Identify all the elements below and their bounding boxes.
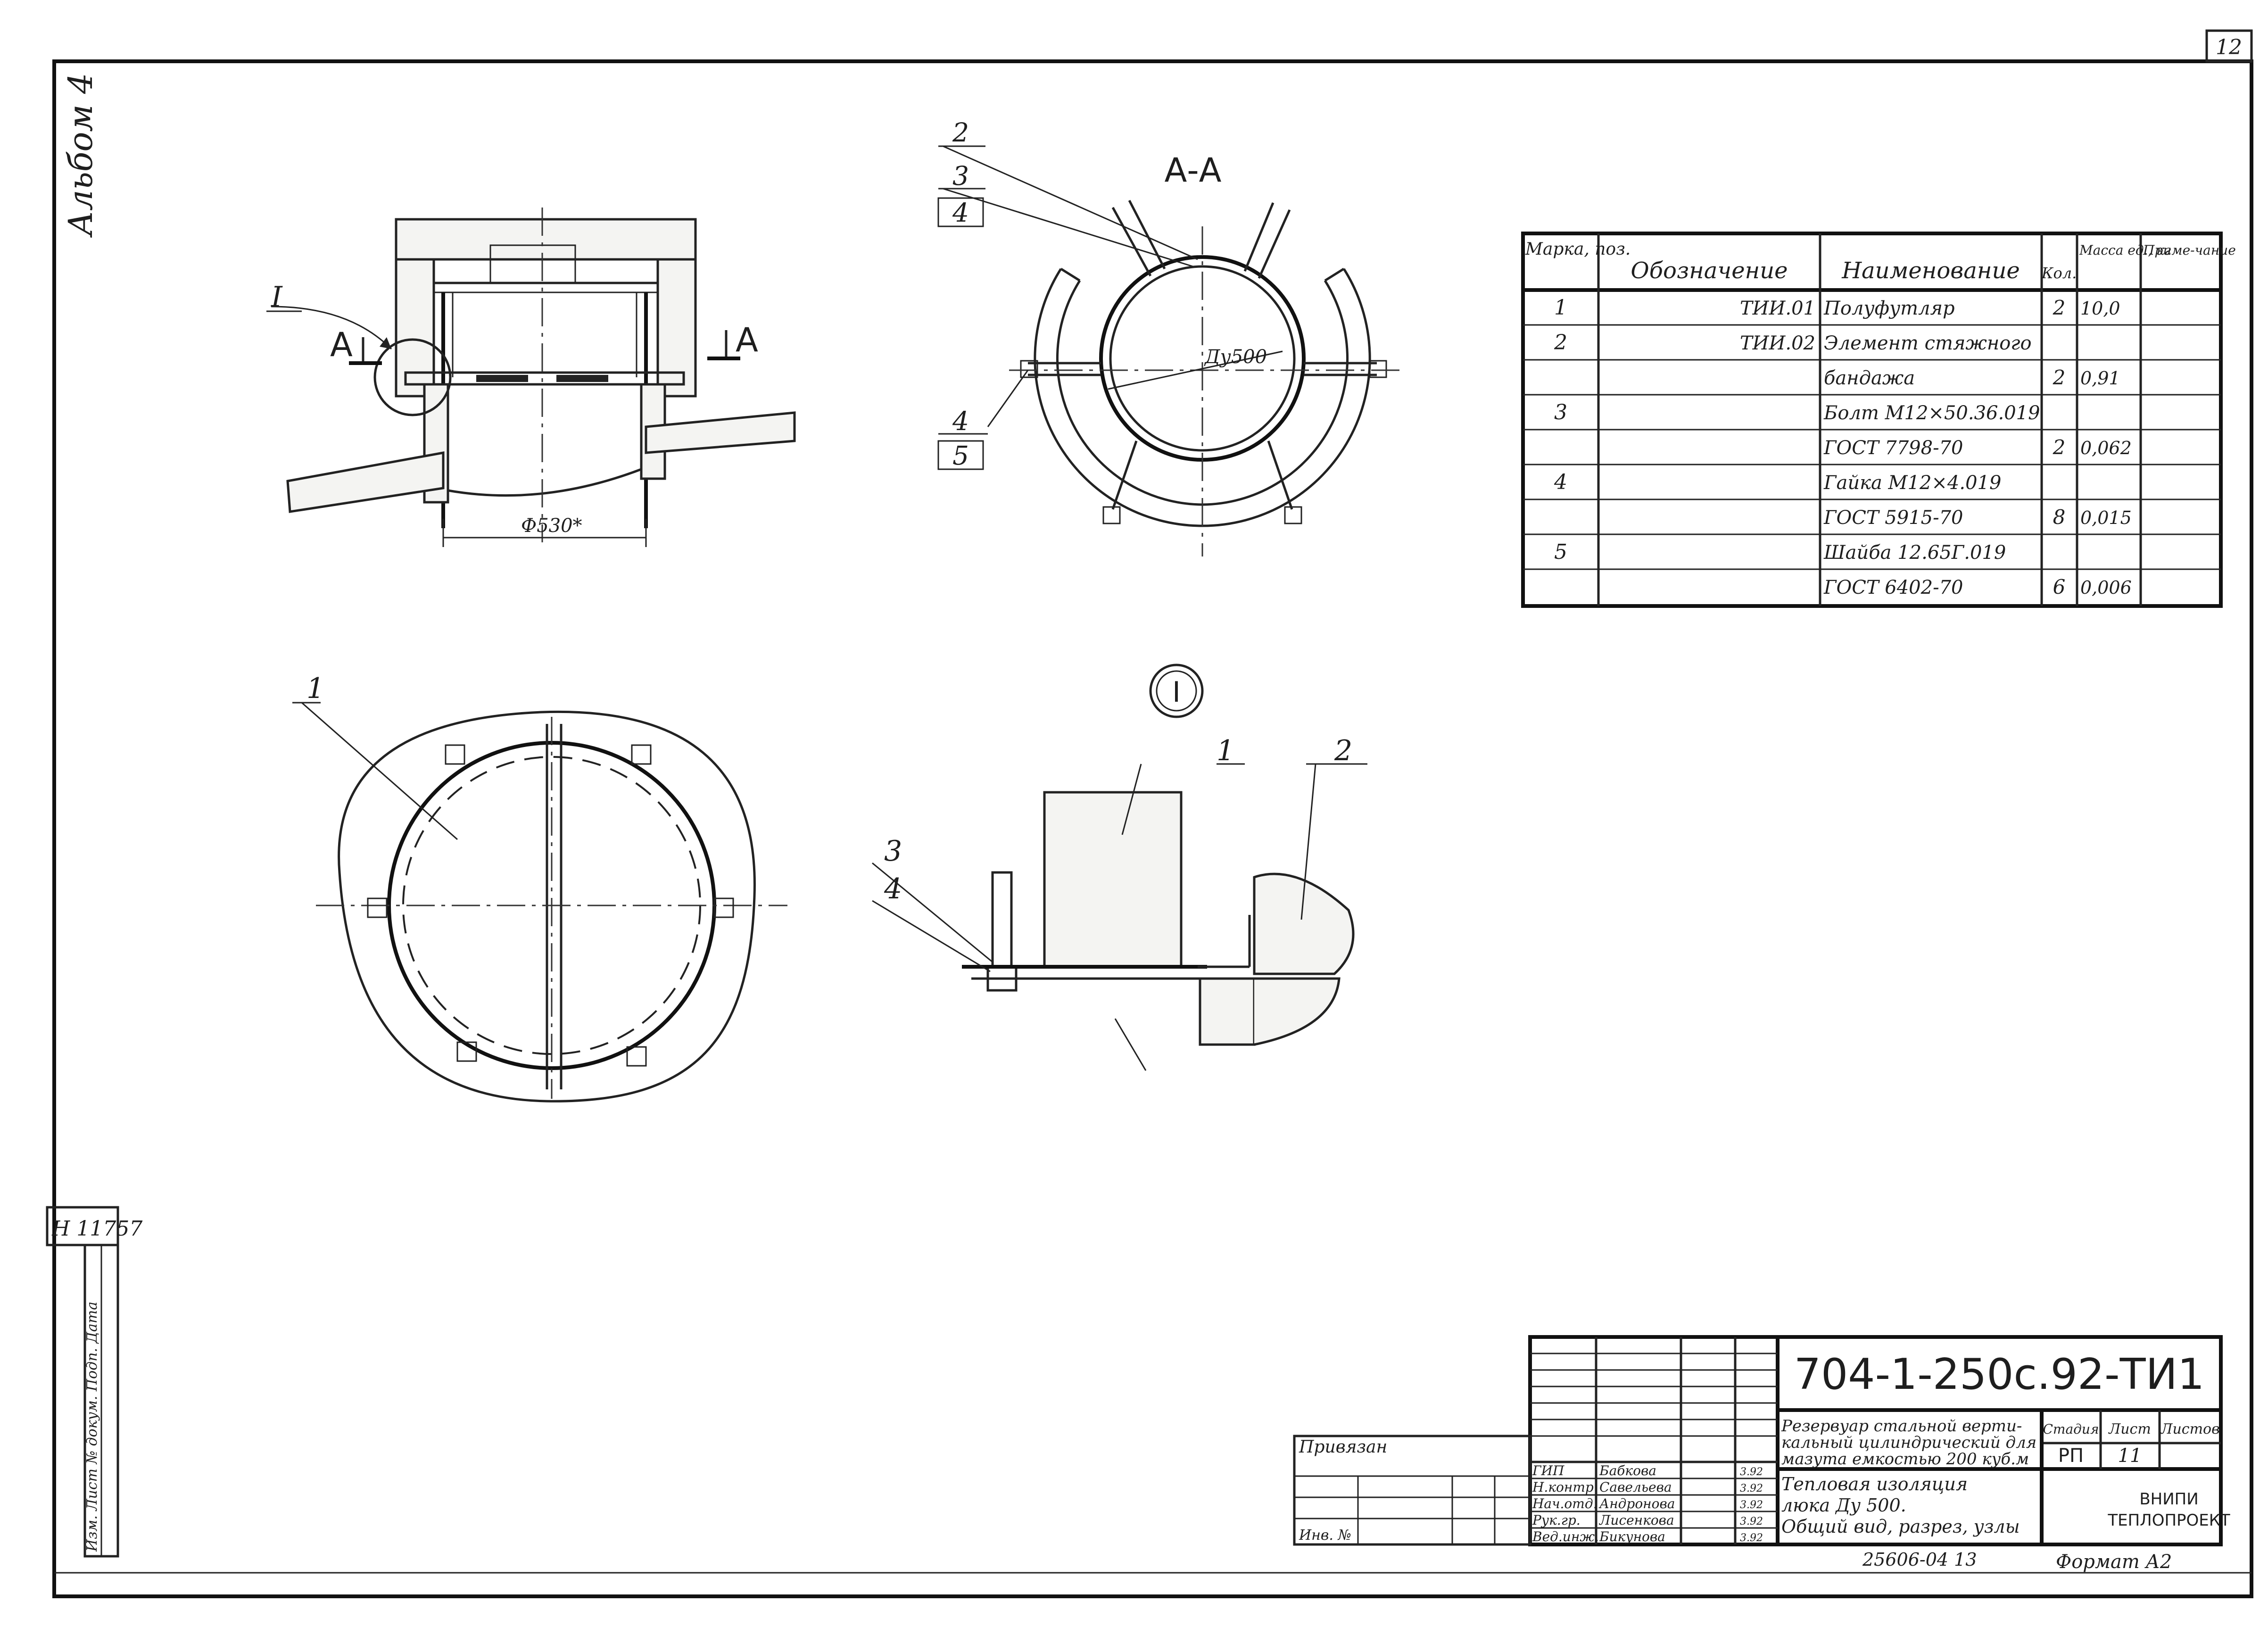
document-code: 704-1-250с.92-ТИ1 <box>1794 1350 2204 1399</box>
callout-1-detail: 1 <box>1217 734 1234 767</box>
title-block-role-cell: Бабкова <box>1599 1463 1656 1478</box>
sheet-value: 11 <box>2118 1445 2142 1467</box>
spec-cell: 2 <box>2053 296 2066 319</box>
title-block-role-cell: Вед.инж. <box>1532 1529 1599 1544</box>
spec-cell: ТИИ.02 <box>1740 332 1815 354</box>
inventory-stamp: Н 11757 <box>51 1217 142 1241</box>
spec-header-note: Приме-чание <box>2143 242 2236 258</box>
spec-cell: 2 <box>2053 436 2066 459</box>
stage-header-sheet: Лист <box>2108 1421 2151 1437</box>
spec-cell: 2 <box>1554 331 1567 355</box>
spec-cell: 6 <box>2053 575 2066 598</box>
spec-cell: 1 <box>1554 296 1567 320</box>
spec-cell: Гайка М12×4.019 <box>1823 472 2001 494</box>
spec-cell: 8 <box>2053 506 2066 529</box>
callout-3-aa: 3 <box>952 161 969 191</box>
title-block-role-cell: Бикунова <box>1599 1529 1665 1544</box>
spec-header-qty: Кол. <box>2041 264 2077 282</box>
stage-header-sheets: Листов <box>2160 1421 2219 1437</box>
stage-value: РП <box>2058 1445 2084 1467</box>
hatch-section-view <box>266 208 796 547</box>
spec-cell: Шайба 12.65Г.019 <box>1823 542 2006 564</box>
project-title-line-2: кальный цилиндрический для <box>1781 1433 2036 1452</box>
dim-nominal: Ду500 <box>1204 346 1267 368</box>
spec-cell: 3 <box>1554 400 1567 424</box>
detail-ref-label: I <box>271 281 283 314</box>
callout-4-aa: 4 <box>952 198 969 228</box>
spec-cell: ТИИ.01 <box>1740 298 1815 319</box>
title-block-role-cell: Савельева <box>1599 1479 1672 1495</box>
spec-cell: 0,015 <box>2080 507 2132 528</box>
project-title-line-3: мазута емкостью 200 куб.м <box>1781 1450 2029 1469</box>
title-block-role-cell: Андронова <box>1598 1496 1675 1511</box>
title-block-role-cell: Рук.гр. <box>1532 1512 1581 1528</box>
callout-4b-aa: 4 <box>952 406 969 436</box>
callout-2-aa: 2 <box>952 117 969 148</box>
spec-cell: ГОСТ 5915-70 <box>1823 507 1963 529</box>
album-label: Альбом 4 <box>61 73 100 238</box>
detail-i-view <box>872 763 1367 1071</box>
spec-cell: ГОСТ 6402-70 <box>1823 577 1963 598</box>
callout-5-aa: 5 <box>952 440 969 471</box>
spec-header-mass: Масса ед., кг <box>2079 242 2171 258</box>
title-block-role-cell: 3.92 <box>1740 1516 1763 1527</box>
inv-label: Инв. № <box>1299 1527 1351 1544</box>
callout-4-detail: 4 <box>884 872 902 905</box>
format-label: Формат А2 <box>2056 1551 2172 1573</box>
bound-label: Привязан <box>1299 1437 1387 1457</box>
title-block-role-cell: Нач.отд. <box>1532 1496 1597 1511</box>
section-aa-view <box>937 145 1405 556</box>
spec-cell: ГОСТ 7798-70 <box>1823 437 1963 459</box>
sheet-title-line-3: Общий вид, разрез, узлы <box>1781 1516 2020 1537</box>
project-title-line-1: Резервуар стальной верти- <box>1781 1417 2022 1436</box>
spec-cell: 10,0 <box>2080 298 2120 319</box>
spec-table <box>1521 232 2223 608</box>
title-block-role-cell: 3.92 <box>1740 1532 1763 1544</box>
callout-3-detail: 3 <box>884 835 902 868</box>
detail-marker-circle <box>1149 664 1204 718</box>
spec-cell: Полуфутляр <box>1823 298 1955 319</box>
sheet-title-line-2: люка Ду 500. <box>1781 1495 1906 1516</box>
title-block-role-cell: 3.92 <box>1740 1483 1763 1494</box>
title-block-role-cell: Н.контр. <box>1532 1479 1598 1495</box>
inventory-stamp-box <box>46 1206 119 1246</box>
dim-outer-diameter: Ф530* <box>521 515 582 537</box>
title-block-role-cell: 3.92 <box>1740 1466 1763 1478</box>
detail-marker: I <box>1172 676 1181 709</box>
spec-cell: 0,006 <box>2080 577 2132 598</box>
section-mark-left: А <box>330 325 353 364</box>
spec-cell: Элемент стяжного <box>1824 332 2032 354</box>
sheet-number-box <box>2205 29 2253 63</box>
title-block-role-cell: Лисенкова <box>1598 1512 1674 1528</box>
spec-cell: 5 <box>1554 540 1567 564</box>
spec-header-designation: Обозначение <box>1631 257 1788 284</box>
section-title: А-А <box>1164 151 1221 190</box>
spec-header-mark: Марка, поз. <box>1525 240 1631 259</box>
section-mark-right: А <box>736 321 758 359</box>
spec-cell: Болт М12×50.36.019 <box>1823 402 2040 424</box>
spec-header-name: Наименование <box>1841 257 2020 284</box>
spec-cell: 0,91 <box>2080 368 2120 389</box>
title-block <box>1293 1335 2223 1546</box>
spec-cell: 2 <box>2053 366 2066 389</box>
sheet-number: 12 <box>2216 35 2242 59</box>
spec-cell: 4 <box>1554 470 1567 494</box>
organization-line-1: ВНИПИ <box>2139 1490 2198 1509</box>
stage-header-stage: Стадия <box>2043 1421 2099 1437</box>
organization-line-2: ТЕПЛОПРОЕКТ <box>2107 1511 2230 1530</box>
footer-number: 25606-04 13 <box>1862 1549 1977 1570</box>
plan-view <box>292 702 787 1103</box>
spec-cell: бандажа <box>1824 367 1915 389</box>
spec-cell: 0,062 <box>2080 438 2132 458</box>
title-block-role-cell: 3.92 <box>1740 1499 1763 1511</box>
callout-1-plan: 1 <box>306 672 324 705</box>
vertical-stamp-text: Изм. Лист № докум. Подп. Дата <box>84 1302 100 1552</box>
callout-2-detail: 2 <box>1334 734 1352 767</box>
sheet-title-line-1: Тепловая изоляция <box>1781 1474 1968 1494</box>
title-block-role-cell: ГИП <box>1532 1463 1564 1478</box>
sheet-frame <box>52 59 2253 1598</box>
